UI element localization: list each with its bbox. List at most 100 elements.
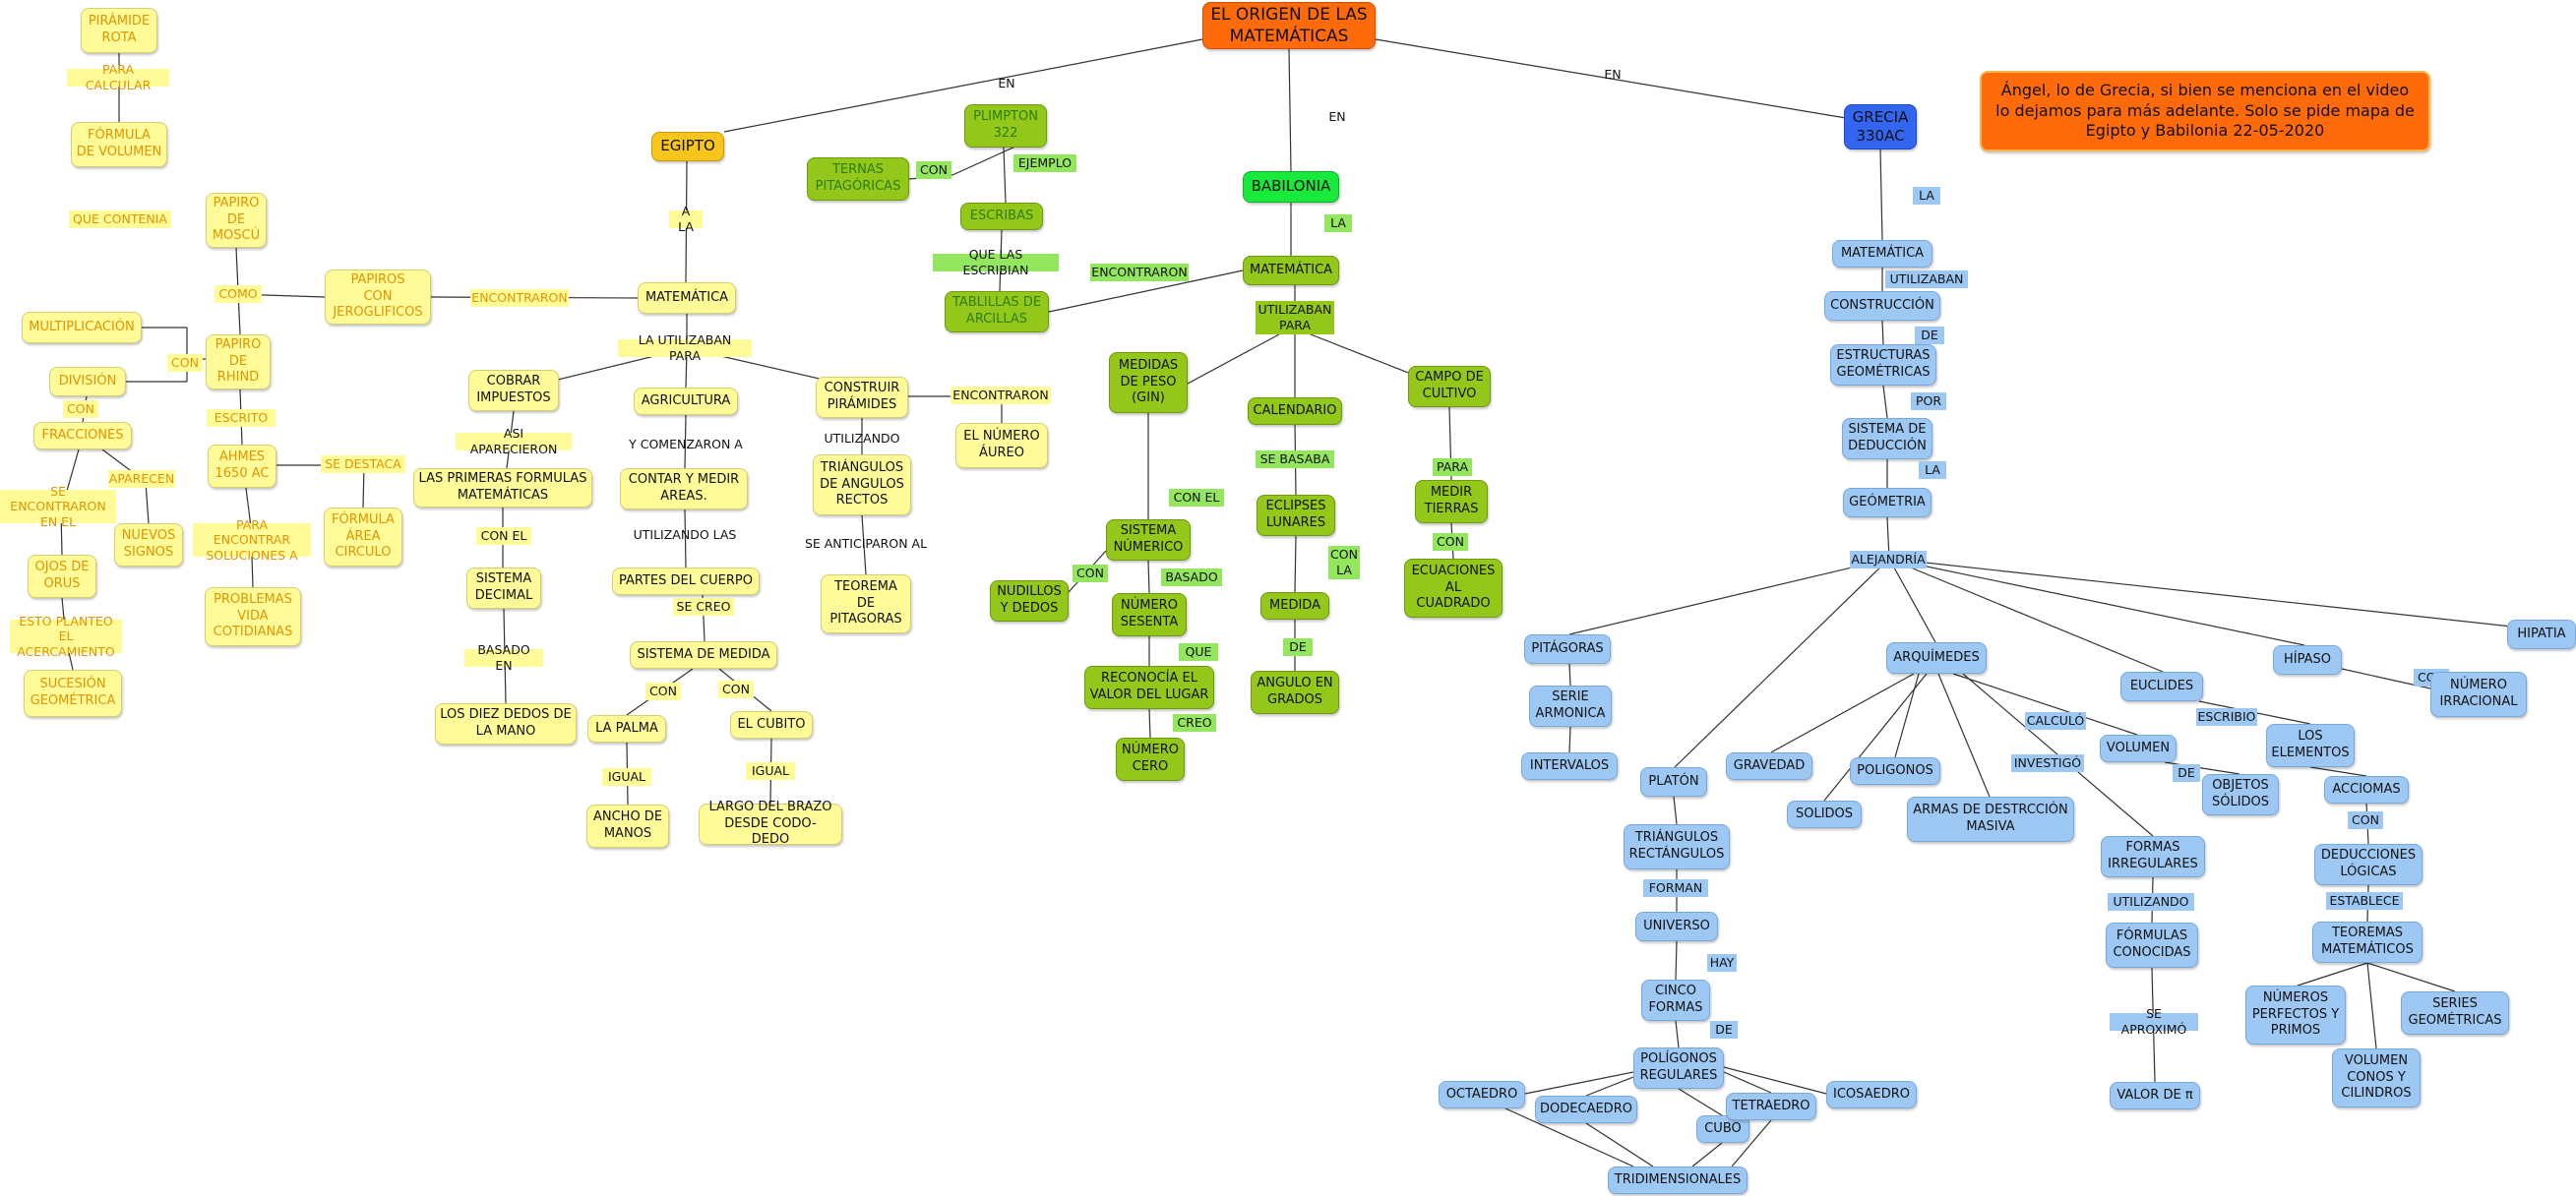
reconocia-node[interactable]: RECONOCÍA EL VALOR DEL LUGAR <box>1084 666 1214 709</box>
problemas-node[interactable]: PROBLEMAS VIDA COTIDIANAS <box>205 587 301 646</box>
universo-node[interactable]: UNIVERSO <box>1635 912 1718 941</box>
volumen-node[interactable]: VOLUMEN <box>2100 735 2177 762</box>
papiro-moscu-node[interactable]: PAPIRO DE MOSCÚ <box>206 193 267 248</box>
numero-sesenta-node[interactable]: NÚMERO SESENTA <box>1112 593 1187 636</box>
bab-matematica-node[interactable]: MATEMÁTICA <box>1243 256 1339 285</box>
euclides-node[interactable]: EUCLIDES <box>2120 672 2203 701</box>
sistema-deduccion-node[interactable]: SISTEMA DE DEDUCCIÓN <box>1842 418 1932 459</box>
intervalos-node[interactable]: INTERVALOS <box>1521 752 1618 780</box>
poligonos-regulares-node[interactable]: POLÍGONOS REGULARES <box>1633 1047 1724 1089</box>
contar-medir-node[interactable]: CONTAR Y MEDIR AREAS. <box>620 468 748 509</box>
el-cubito-node[interactable]: EL CUBITO <box>730 711 813 739</box>
egipto-matematica-node[interactable]: MATEMÁTICA <box>638 282 736 314</box>
geometria-node[interactable]: GEÓMETRIA <box>1843 488 1932 517</box>
connector-line <box>1147 560 1150 594</box>
ahmes-node[interactable]: AHMES 1650 AC <box>208 445 276 488</box>
tablillas-node[interactable]: TABLILLAS DE ARCILLAS <box>945 291 1049 332</box>
ancho-manos-node[interactable]: ANCHO DE MANOS <box>586 805 669 848</box>
la-palma-node[interactable]: LA PALMA <box>587 715 666 743</box>
acciomas-node[interactable]: ACCIOMAS <box>2324 776 2409 804</box>
valor-pi-node[interactable]: VALOR DE π <box>2110 1082 2200 1109</box>
papiros-node[interactable]: PAPIROS CON JEROGLIFICOS <box>325 269 431 325</box>
volumen-conos-node[interactable]: VOLUMEN CONOS Y CILINDROS <box>2332 1048 2421 1107</box>
cubo-node[interactable]: CUBO <box>1696 1115 1749 1143</box>
formula-area-node[interactable]: FÓRMULA ÁREA CIRCULO <box>324 508 402 567</box>
hipaso-node[interactable]: HÍPASO <box>2273 645 2342 675</box>
medir-tierras-node[interactable]: MEDIR TIERRAS <box>1415 480 1488 523</box>
root-node[interactable]: EL ORIGEN DE LAS MATEMÁTICAS <box>1202 2 1376 49</box>
ecuaciones-node[interactable]: ECUACIONES AL CUADRADO <box>1404 559 1503 618</box>
objetos-solidos-node[interactable]: OBJETOS SÓLIDOS <box>2202 774 2279 815</box>
formula-volumen-node[interactable]: FÓRMULA DE VOLUMEN <box>71 122 167 167</box>
cinco-formas-node[interactable]: CINCO FORMAS <box>1641 980 1710 1021</box>
nuevos-signos-node[interactable]: NUEVOS SIGNOS <box>114 523 183 567</box>
piramide-rota-node[interactable]: PIRÁMIDE ROTA <box>81 8 157 53</box>
arquimedes-node[interactable]: ARQUÍMEDES <box>1886 642 1987 674</box>
division-node[interactable]: DIVISIÓN <box>49 367 126 396</box>
papiro-rhind-node[interactable]: PAPIRO DE RHIND <box>206 334 271 389</box>
label-con-ternas: CON <box>916 161 951 179</box>
sistema-numerico-node[interactable]: SISTEMA NÚMERICO <box>1106 519 1191 561</box>
label-que: QUE <box>1179 643 1218 661</box>
agricultura-node[interactable]: AGRICULTURA <box>634 388 738 415</box>
fracciones-node[interactable]: FRACCIONES <box>33 422 132 449</box>
tetraedro-node[interactable]: TETRAEDRO <box>1726 1093 1816 1120</box>
octaedro-node[interactable]: OCTAEDRO <box>1439 1081 1525 1108</box>
estructuras-node[interactable]: ESTRUCTURAS GEOMÉTRICAS <box>1830 344 1936 386</box>
largo-brazo-node[interactable]: LARGO DEL BRAZO DESDE CODO- DEDO <box>699 800 842 847</box>
primeras-formulas-node[interactable]: LAS PRIMERAS FORMULAS MATEMÁTICAS <box>413 468 592 508</box>
numero-cero-node[interactable]: NÚMERO CERO <box>1116 738 1185 781</box>
serie-armonica-node[interactable]: SERIE ARMONICA <box>1529 686 1612 727</box>
ojos-orus-node[interactable]: OJOS DE ORUS <box>28 555 96 598</box>
formas-irregulares-node[interactable]: FORMAS IRREGULARES <box>2101 836 2205 877</box>
solidos-node[interactable]: SOLIDOS <box>1787 801 1862 828</box>
sistema-decimal-node[interactable]: SISTEMA DECIMAL <box>466 568 541 609</box>
connector-line <box>251 556 254 588</box>
hipatia-node[interactable]: HIPATIA <box>2507 620 2576 649</box>
platon-node[interactable]: PLATÓN <box>1640 767 1707 797</box>
multiplicacion-node[interactable]: MULTIPLICACIÓN <box>22 312 142 343</box>
numeros-perfectos-node[interactable]: NÚMEROS PERFECTOS Y PRIMOS <box>2245 986 2346 1045</box>
gravedad-node[interactable]: GRAVEDAD <box>1726 752 1812 780</box>
diez-dedos-node[interactable]: LOS DIEZ DEDOS DE LA MANO <box>435 703 577 745</box>
label-utilizaban-grecia: UTILIZABAN <box>1885 270 1968 288</box>
tridimensionales-node[interactable]: TRIDIMENSIONALES <box>1608 1166 1748 1194</box>
numero-irracional-node[interactable]: NÚMERO IRRACIONAL <box>2430 672 2527 717</box>
icosaedro-node[interactable]: ICOSAEDRO <box>1826 1081 1917 1108</box>
teorema-pitagoras-node[interactable]: TEOREMA DE PITAGORAS <box>821 574 911 633</box>
poligonos-node[interactable]: POLIGONOS <box>1850 757 1940 785</box>
angulo-grados-node[interactable]: ANGULO EN GRADOS <box>1251 671 1339 714</box>
plimpton-node[interactable]: PLIMPTON 322 <box>964 104 1047 148</box>
numero-aureo-node[interactable]: EL NÚMERO ÁUREO <box>955 423 1048 468</box>
cobrar-impuestos-node[interactable]: COBRAR IMPUESTOS <box>468 370 559 411</box>
los-elementos-node[interactable]: LOS ELEMENTOS <box>2266 724 2355 767</box>
egipto-node[interactable]: EGIPTO <box>651 132 724 161</box>
medidas-peso-node[interactable]: MEDIDAS DE PESO (GIN) <box>1109 352 1188 413</box>
triangulos-rect-node[interactable]: TRIÁNGULOS RECTÁNGULOS <box>1624 824 1730 869</box>
babilonia-node[interactable]: BABILONIA <box>1243 171 1339 203</box>
dodecaedro-node[interactable]: DODECAEDRO <box>1535 1096 1637 1123</box>
campo-cultivo-node[interactable]: CAMPO DE CULTIVO <box>1408 366 1491 407</box>
nudillos-node[interactable]: NUDILLOS Y DEDOS <box>990 580 1069 622</box>
label-se-basaba: SE BASABA <box>1256 450 1334 468</box>
label-para-encontrar: PARA ENCONTRAR SOLUCIONES A <box>193 517 311 563</box>
pitagoras-node[interactable]: PITÁGORAS <box>1524 634 1611 664</box>
construccion-node[interactable]: CONSTRUCCIÓN <box>1824 291 1940 321</box>
triangulos-rectos-node[interactable]: TRIÁNGULOS DE ANGULOS RECTOS <box>813 454 911 515</box>
construir-piramides-node[interactable]: CONSTRUIR PIRÁMIDES <box>816 377 908 418</box>
partes-cuerpo-node[interactable]: PARTES DEL CUERPO <box>612 568 760 595</box>
armas-node[interactable]: ARMAS DE DESTRCCIÓN MASIVA <box>1907 797 2074 842</box>
sistema-medida-node[interactable]: SISTEMA DE MEDIDA <box>630 641 777 669</box>
deducciones-node[interactable]: DEDUCCIONES LÓGICAS <box>2314 844 2423 885</box>
grecia-matematica-node[interactable]: MATEMÁTICA <box>1832 240 1932 268</box>
series-geometricas-node[interactable]: SERIES GEOMÉTRICAS <box>2401 991 2509 1035</box>
eclipses-node[interactable]: ECLIPSES LUNARES <box>1257 495 1335 536</box>
teoremas-node[interactable]: TEOREMAS MATEMÁTICOS <box>2312 922 2423 963</box>
grecia-node[interactable]: GRECIA 330AC <box>1844 104 1917 150</box>
calendario-node[interactable]: CALENDARIO <box>1248 397 1342 425</box>
escribas-node[interactable]: ESCRIBAS <box>960 203 1043 230</box>
formulas-conocidas-node[interactable]: FÓRMULAS CONOCIDAS <box>2106 923 2198 968</box>
sucesion-geometrica-node[interactable]: SUCESIÓN GEOMÉTRICA <box>24 670 122 717</box>
medida-node[interactable]: MEDIDA <box>1260 592 1329 620</box>
ternas-node[interactable]: TERNAS PITAGÓRICAS <box>807 157 909 201</box>
